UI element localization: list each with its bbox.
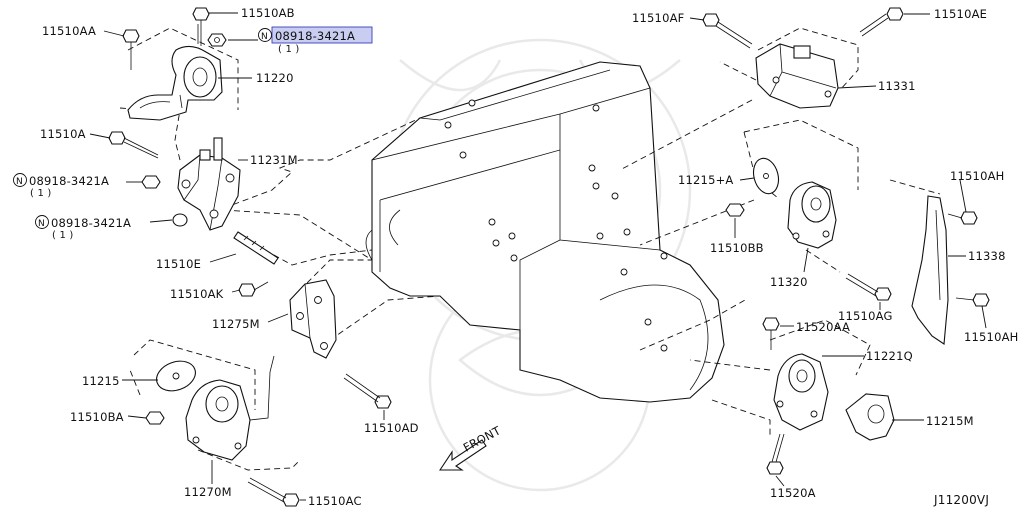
bolt-11510AD — [343, 373, 392, 409]
bolt-11520A — [766, 433, 785, 475]
part-11220-bracket — [127, 45, 223, 121]
label-11510E: 11510E — [156, 257, 201, 271]
nut-11510BB — [725, 203, 745, 217]
label-11510BB: 11510BB — [710, 241, 764, 255]
part-11338-shield — [911, 195, 949, 345]
label-11215: 11215 — [82, 374, 120, 388]
label-11320: 11320 — [770, 275, 808, 289]
label-nut-top[interactable]: 08918-3421A — [275, 29, 355, 43]
bolt-11510AG — [845, 273, 892, 301]
part-11331-bracket — [755, 43, 839, 109]
label-11520A: 11520A — [770, 486, 816, 500]
label-nut-mid-qty: ( 1 ) — [30, 188, 52, 199]
bolt-11510AE — [859, 7, 904, 37]
n-marker-icon — [13, 173, 27, 187]
bolt-11510AH-top — [947, 211, 978, 225]
label-11510AK: 11510AK — [170, 287, 224, 301]
n-marker-text: N — [261, 32, 268, 42]
n-marker-text: N — [38, 219, 45, 229]
label-11510AF: 11510AF — [632, 11, 684, 25]
bolt-11510AC — [247, 477, 300, 507]
nut-11510BA — [145, 411, 165, 425]
nut-mid — [141, 175, 161, 189]
label-nut-low: 08918-3421A — [51, 216, 131, 230]
label-nut-low-qty: ( 1 ) — [52, 230, 74, 241]
bolt-11520AA — [762, 317, 780, 350]
n-marker-text: N — [16, 177, 23, 187]
label-11331: 11331 — [878, 79, 916, 93]
part-11215M-bracket — [845, 393, 895, 441]
bolt-11510AK — [238, 281, 269, 297]
label-11510A: 11510A — [40, 127, 86, 141]
front-label: FRONT — [461, 423, 504, 455]
label-11510AD: 11510AD — [364, 421, 419, 435]
part-11215-washer — [156, 360, 196, 392]
label-11510AA: 11510AA — [42, 24, 96, 38]
part-11270M-mount — [185, 355, 275, 461]
label-11215A: 11215+A — [678, 173, 734, 187]
label-11510AG: 11510AG — [838, 309, 893, 323]
label-11510AE: 11510AE — [934, 7, 987, 21]
label-11520AA: 11520AA — [796, 320, 850, 334]
assembly-dashed-lines — [119, 27, 941, 471]
highlight-box — [271, 26, 373, 44]
label-11270M: 11270M — [184, 485, 232, 499]
callout-labels: 11510AB 11510AA N 08918-3421A ( 1 ) 1122… — [13, 6, 1019, 508]
label-11510AH-top: 11510AH — [950, 169, 1005, 183]
leader-lines — [89, 12, 987, 501]
label-nut-mid: 08918-3421A — [29, 174, 109, 188]
bolt-11510A — [108, 131, 159, 159]
label-11510AB: 11510AB — [241, 6, 295, 20]
bolt-11510AB — [192, 7, 210, 46]
bolt-11510AF — [702, 13, 753, 49]
label-11510BA: 11510BA — [70, 410, 124, 424]
part-11215A-washer — [752, 157, 780, 195]
part-11320-mount — [787, 181, 837, 249]
washer-low — [172, 213, 188, 227]
label-11215M: 11215M — [926, 414, 974, 428]
diagram-code: J11200VJ — [933, 493, 989, 507]
label-11220: 11220 — [256, 71, 294, 85]
nut-top — [207, 33, 227, 47]
label-11510AC: 11510AC — [308, 494, 362, 508]
engine-block — [365, 61, 725, 403]
bolt-11510AA — [122, 29, 140, 70]
label-11231M: 11231M — [250, 153, 298, 167]
label-11338: 11338 — [968, 249, 1006, 263]
bolt-11510AH-bot — [955, 293, 990, 307]
n-marker-icon — [258, 28, 272, 42]
label-11221Q: 11221Q — [866, 349, 913, 363]
part-11221Q-mount — [773, 353, 829, 431]
n-marker-icon — [35, 215, 49, 229]
label-11275M: 11275M — [212, 317, 260, 331]
label-11510AH-bot: 11510AH — [964, 330, 1019, 344]
label-nut-top-qty: ( 1 ) — [278, 44, 300, 55]
bolt-11510E — [233, 231, 279, 265]
front-direction-arrow — [438, 439, 487, 471]
part-11231M-bracket — [177, 137, 241, 231]
part-11275M-bracket — [289, 279, 337, 359]
